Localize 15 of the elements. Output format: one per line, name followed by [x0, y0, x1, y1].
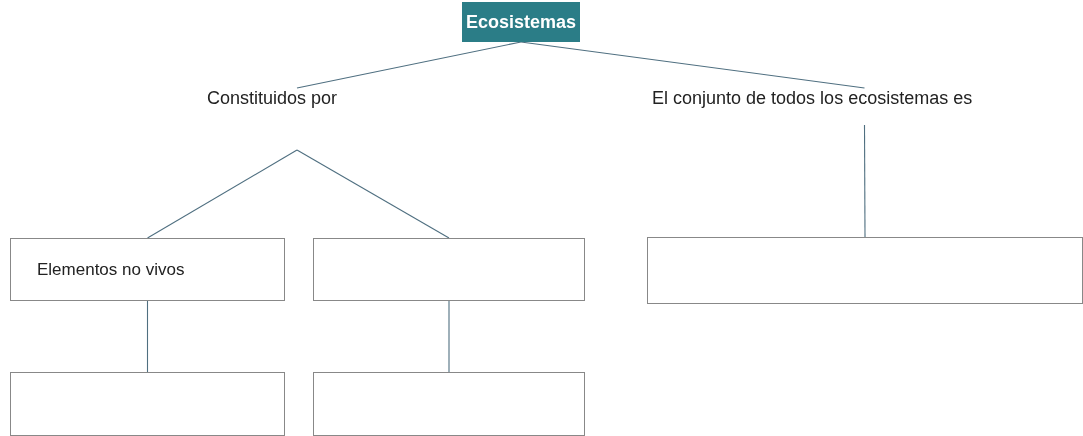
connector-line — [863, 124, 866, 238]
empty-box — [313, 238, 585, 301]
connector-line — [296, 41, 522, 89]
empty-box — [10, 238, 285, 301]
empty-box — [647, 237, 1083, 304]
title-box: Ecosistemas — [462, 2, 580, 42]
empty-box — [313, 372, 585, 436]
connector-line — [448, 300, 450, 373]
node-label: Constituidos por — [207, 88, 339, 108]
empty-box — [10, 372, 285, 436]
box-label: Elementos no vivos — [37, 258, 185, 281]
connector-line — [146, 149, 298, 239]
connector-line — [146, 300, 149, 373]
node-label: El conjunto de todos los ecosistemas es — [652, 88, 974, 108]
connector-line — [296, 149, 450, 239]
